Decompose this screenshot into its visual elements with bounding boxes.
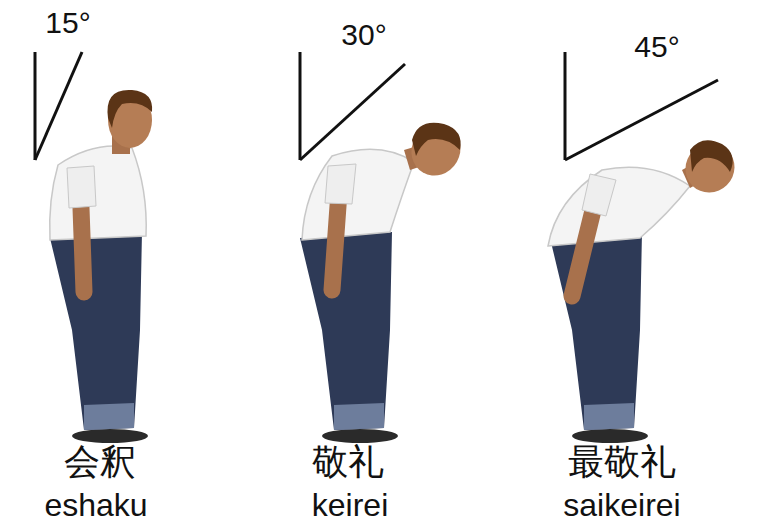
angle-label: 15° <box>45 6 90 39</box>
sleeve <box>582 174 616 216</box>
vertical-line <box>299 52 302 160</box>
bowing-figure <box>300 115 470 443</box>
sleeve <box>325 164 356 204</box>
angle-line <box>35 52 82 160</box>
angle-label: 45° <box>634 30 679 63</box>
jeans-cuff <box>584 403 634 430</box>
shoes <box>322 429 398 443</box>
jeans <box>300 232 392 430</box>
sleeve <box>67 166 96 208</box>
shirt <box>548 167 690 246</box>
bow-name-romaji: keirei <box>312 488 388 523</box>
jeans-cuff <box>84 403 134 430</box>
angle-line <box>300 64 405 160</box>
bow-name-romaji: eshaku <box>44 488 147 523</box>
bow-name-romaji: saikeirei <box>563 488 680 523</box>
angle-markers <box>35 52 718 160</box>
jeans <box>550 232 642 430</box>
vertical-line <box>564 52 567 160</box>
vertical-line <box>34 52 37 160</box>
bow-name-japanese: 最敬礼 <box>568 442 676 482</box>
hair <box>412 123 461 156</box>
angle-label: 30° <box>341 18 386 51</box>
shoes <box>72 429 148 443</box>
head <box>402 115 470 184</box>
bowing-figure <box>50 90 153 443</box>
jeans-cuff <box>334 403 384 430</box>
hair <box>690 140 733 172</box>
bowing-figure <box>548 133 745 443</box>
head <box>675 133 744 202</box>
hair <box>108 90 153 128</box>
bow-name-japanese: 敬礼 <box>312 442 384 482</box>
jeans <box>50 232 142 430</box>
shirt <box>50 146 147 240</box>
shoes <box>572 429 648 443</box>
shirt <box>302 149 414 240</box>
bow-name-japanese: 会釈 <box>64 442 136 482</box>
